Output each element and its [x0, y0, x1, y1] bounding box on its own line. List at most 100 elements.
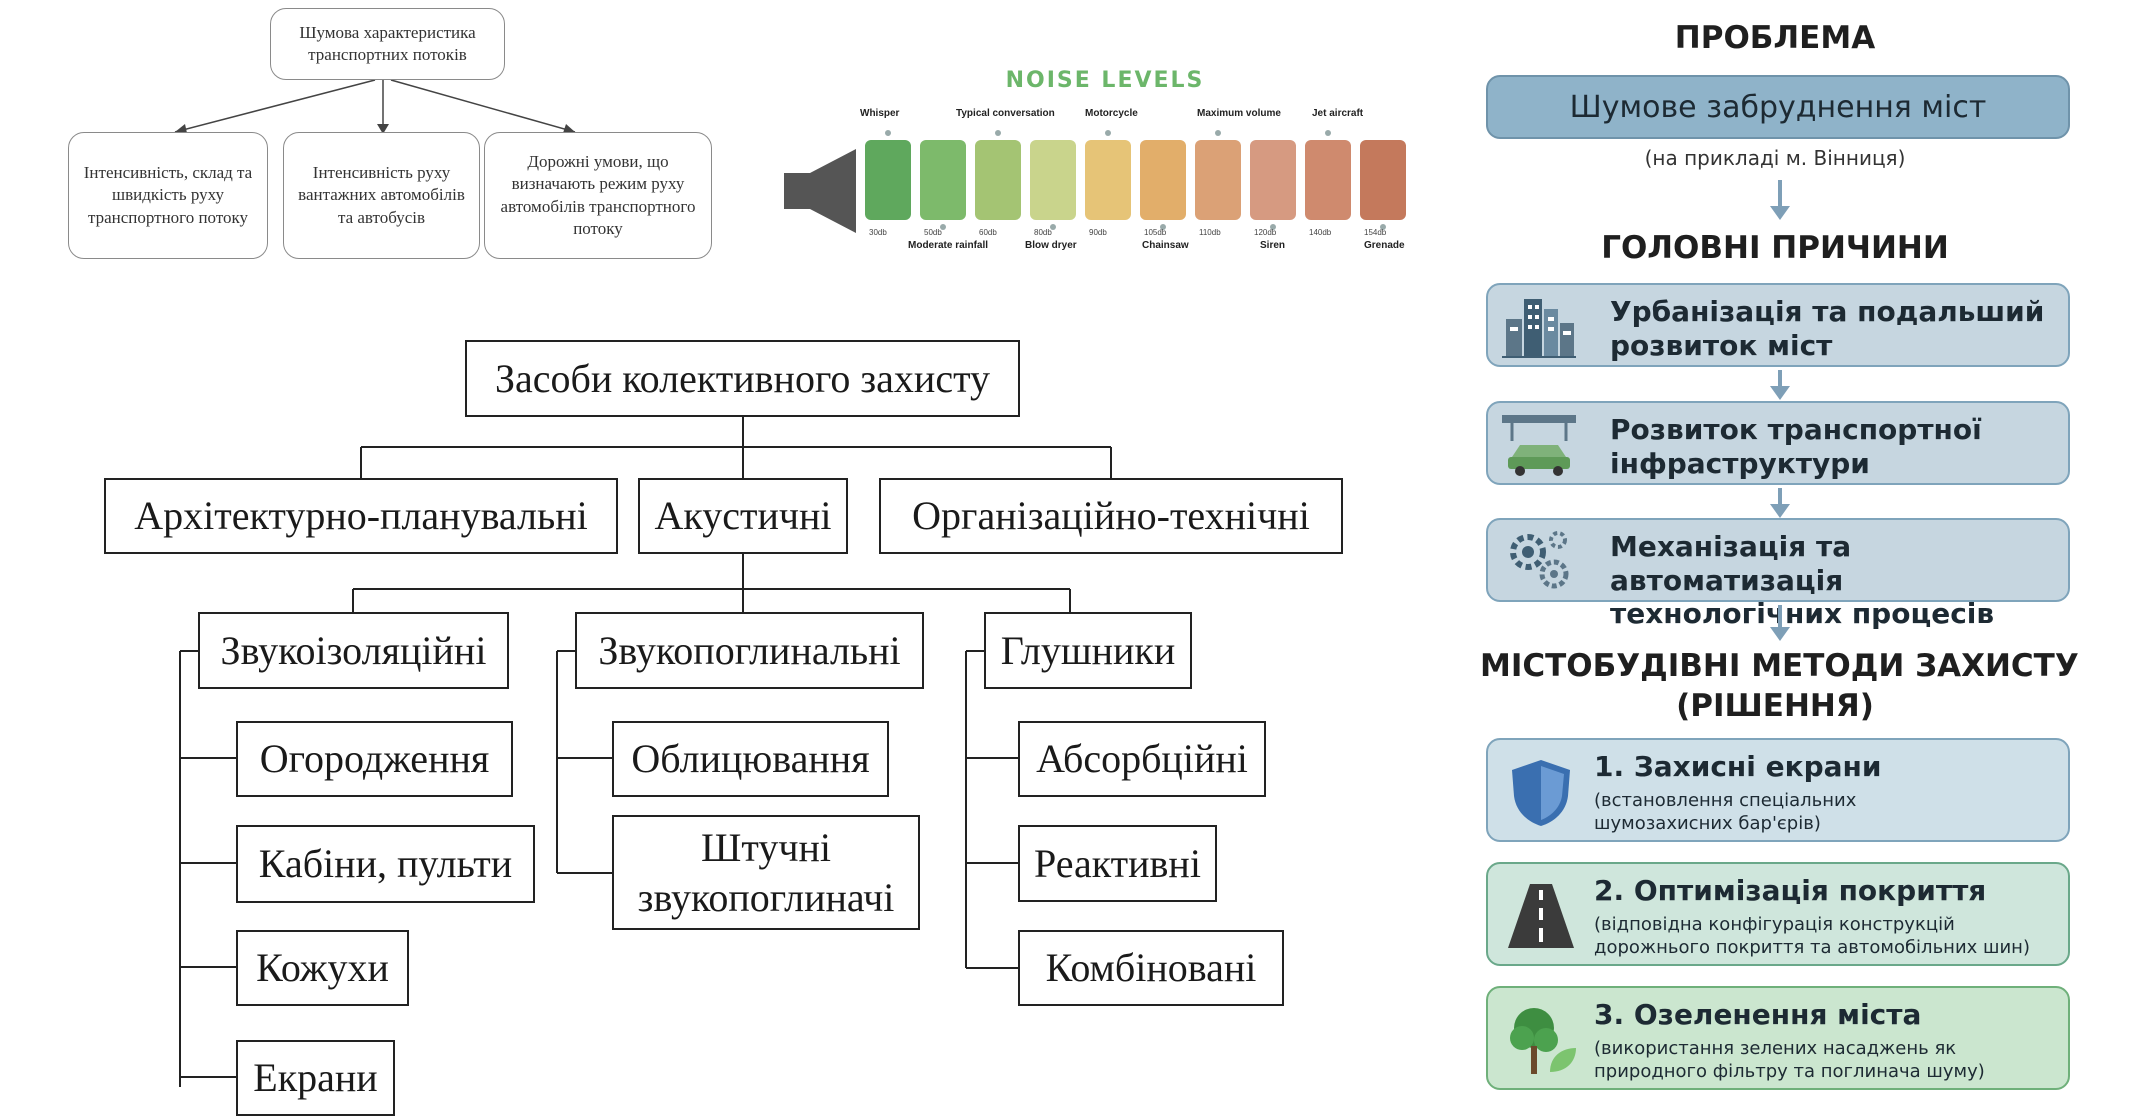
noise-levels-graphic: NOISE LEVELS 30db 50db 60db 80db 90db 105db 11…	[780, 60, 1420, 260]
cause-text: Механізація та автоматизація технологічн…	[1610, 530, 1995, 631]
item-cladding-box: Облицювання	[612, 721, 889, 797]
solution-card: 3. Озеленення міста (використання зелени…	[1486, 986, 2070, 1090]
noise-label-motorcycle: Motorcycle	[1085, 108, 1138, 119]
down-arrow-icon	[1770, 370, 1790, 400]
causes-heading: ГОЛОВНІ ПРИЧИНИ	[1601, 230, 1949, 266]
noise-level-db-label: 90db	[1089, 228, 1107, 237]
down-arrow-icon	[1770, 605, 1790, 641]
noise-level-db-label: 80db	[1034, 228, 1052, 237]
noise-label-jet: Jet aircraft	[1312, 108, 1364, 119]
methods-heading-sub: (РІШЕННЯ)	[1676, 688, 1874, 724]
noise-level-db-label: 30db	[869, 228, 887, 237]
flow-child-box: Інтенсивність руху вантажних автомобілів…	[283, 132, 480, 259]
noise-label-conversation: Typical conversation	[956, 108, 1055, 119]
item-absorption-box: Абсорбційні	[1018, 721, 1266, 797]
methods-heading: МІСТОБУДІВНІ МЕТОДИ ЗАХИСТУ	[1480, 648, 2079, 684]
noise-level-tile	[1195, 140, 1241, 220]
item-fencing-box: Огородження	[236, 721, 513, 797]
solution-desc-line: природного фільтру та поглинача шуму)	[1594, 1061, 1985, 1082]
solution-desc-line: (встановлення спеціальних	[1594, 790, 1857, 811]
level1-acoustic-box: Акустичні	[638, 478, 848, 554]
flow-connectors	[174, 79, 576, 134]
item-screens-box: Екрани	[236, 1040, 395, 1116]
noise-level-marker	[1160, 224, 1166, 230]
noise-label-chainsaw: Chainsaw	[1142, 240, 1189, 251]
shield-icon	[1512, 760, 1570, 826]
noise-level-tile	[1140, 140, 1186, 220]
road-icon	[1508, 884, 1574, 948]
solution-desc-line: шумозахисних бар'єрів)	[1594, 813, 1821, 834]
noise-level-marker	[1050, 224, 1056, 230]
problem-text: Шумове забруднення міст	[1569, 89, 1987, 125]
problem-heading: ПРОБЛЕМА	[1674, 20, 1876, 56]
noise-level-tile	[1250, 140, 1296, 220]
noise-level-marker	[1270, 224, 1276, 230]
down-arrow-icon	[1770, 488, 1790, 518]
item-artificial-absorbers-box: Штучні звукопоглиначі	[612, 815, 920, 930]
solution-title: 2. Оптимізація покриття	[1594, 874, 1987, 907]
noise-level-db-label: 120db	[1254, 228, 1277, 237]
noise-level-marker	[1215, 130, 1221, 136]
hierarchy-root-box: Засоби колективного захисту	[465, 340, 1020, 417]
noise-level-db-label: 110db	[1199, 228, 1221, 237]
tree-leaf-icon	[1510, 1008, 1576, 1074]
noise-label-rainfall: Moderate rainfall	[908, 240, 989, 251]
noise-level-marker	[995, 130, 1001, 136]
noise-level-marker	[885, 130, 891, 136]
noise-level-marker	[1380, 224, 1386, 230]
problem-banner: Шумове забруднення міст	[1486, 75, 2070, 139]
noise-level-db-label: 140db	[1309, 228, 1332, 237]
noise-label-grenade: Grenade	[1364, 240, 1405, 251]
noise-level-tile	[1085, 140, 1131, 220]
noise-level-tile	[920, 140, 966, 220]
cause-card: Механізація та автоматизація технологічн…	[1486, 518, 2070, 630]
noise-label-blow-dryer: Blow dryer	[1025, 240, 1077, 251]
noise-level-tile	[1305, 140, 1351, 220]
cause-card: Урбанізація та подальший розвиток міст	[1486, 283, 2070, 367]
noise-level-marker	[1105, 130, 1111, 136]
noise-level-marker	[1325, 130, 1331, 136]
solution-desc-line: (використання зелених насаджень як	[1594, 1038, 1957, 1059]
hierarchy-connectors	[179, 415, 1112, 1087]
car-road-icon	[1502, 415, 1576, 476]
noise-level-tile	[975, 140, 1021, 220]
cause-card: Розвиток транспортної інфраструктури	[1486, 401, 2070, 485]
noise-levels-title: NOISE LEVELS	[1005, 68, 1205, 93]
solution-title: 3. Озеленення міста	[1594, 998, 1922, 1031]
gears-icon	[1510, 531, 1569, 589]
group-silencers-box: Глушники	[984, 612, 1192, 689]
flow-child-box: Інтенсивність, склад та швидкість руху т…	[68, 132, 268, 259]
noise-label-whisper: Whisper	[860, 108, 900, 119]
item-cabins-box: Кабіни, пульти	[236, 825, 535, 903]
cause-text: Розвиток транспортної інфраструктури	[1610, 413, 1982, 480]
solution-card: 1. Захисні екрани (встановлення спеціаль…	[1486, 738, 2070, 842]
noise-level-db-label: 105db	[1144, 228, 1167, 237]
flow-child-box: Дорожні умови, що визначають режим руху …	[484, 132, 712, 259]
noise-level-tile	[1360, 140, 1406, 220]
down-arrow-icon	[1770, 180, 1790, 220]
noise-label-siren: Siren	[1260, 240, 1286, 251]
noise-label-max-volume: Maximum volume	[1197, 108, 1281, 119]
group-soundproofing-box: Звукоізоляційні	[198, 612, 509, 689]
group-sound-absorbing-box: Звукопоглинальні	[575, 612, 924, 689]
noise-level-db-label: 60db	[979, 228, 997, 237]
item-casings-box: Кожухи	[236, 930, 409, 1006]
noise-level-db-label: 154db	[1364, 228, 1387, 237]
problem-note: (на прикладі м. Вінниця)	[1644, 146, 1906, 170]
item-reactive-box: Реактивні	[1018, 825, 1217, 902]
solution-title: 1. Захисні екрани	[1594, 750, 1882, 783]
level1-architectural-box: Архітектурно-планувальні	[104, 478, 618, 554]
city-buildings-icon	[1502, 299, 1576, 358]
solution-desc-line: (відповідна конфігурація конструкцій	[1594, 914, 1955, 935]
noise-level-db-label: 50db	[924, 228, 942, 237]
noise-level-tile	[1030, 140, 1076, 220]
solution-desc-line: дорожнього покриття та автомобільних шин…	[1594, 937, 2030, 958]
item-combined-box: Комбіновані	[1018, 930, 1284, 1006]
solution-card: 2. Оптимізація покриття (відповідна конф…	[1486, 862, 2070, 966]
noise-level-marker	[940, 224, 946, 230]
cause-text: Урбанізація та подальший розвиток міст	[1610, 295, 2045, 362]
speaker-icon	[784, 149, 856, 233]
flow-root-box: Шумова характеристика транспортних поток…	[270, 8, 505, 80]
level1-organizational-box: Організаційно-технічні	[879, 478, 1343, 554]
noise-level-tile	[865, 140, 911, 220]
